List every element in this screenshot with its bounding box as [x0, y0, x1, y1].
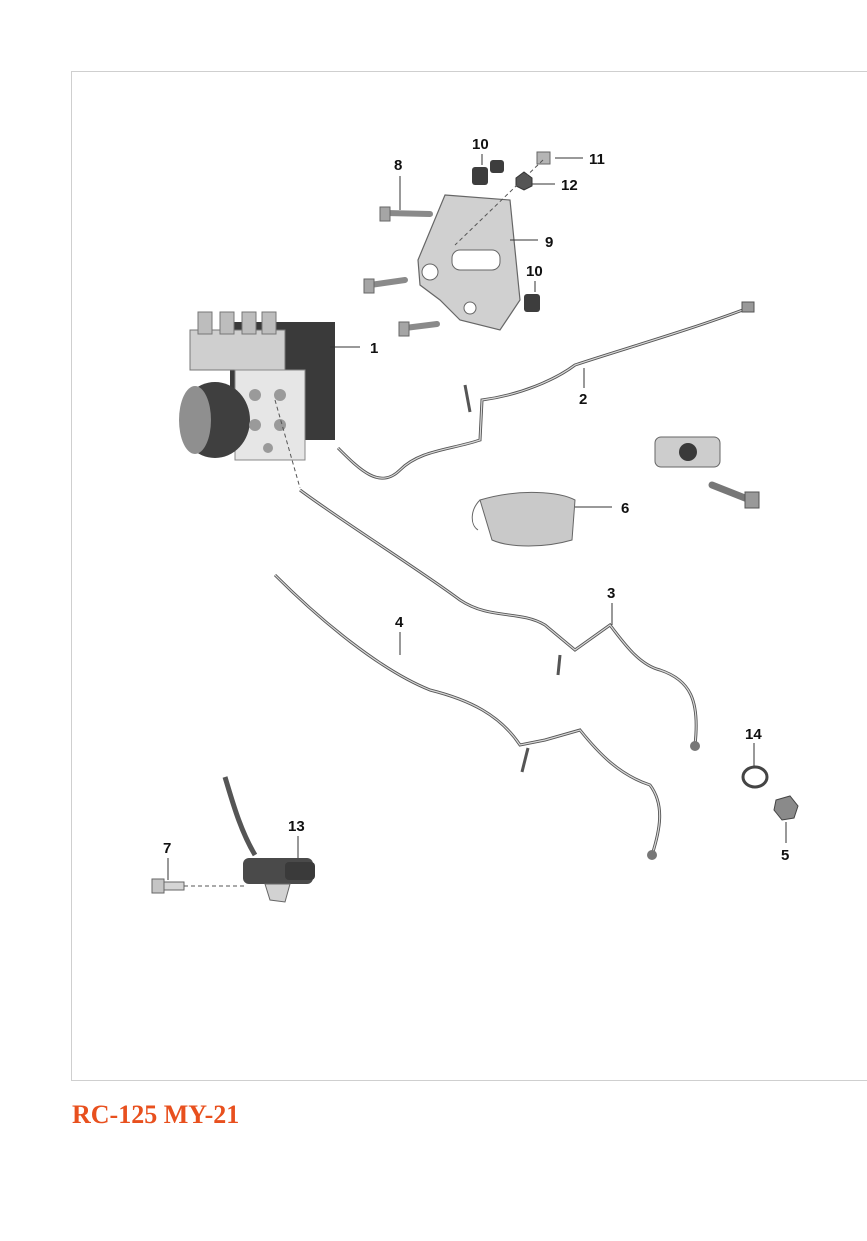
callout-10-upper: 10: [472, 136, 489, 153]
abs-unit[interactable]: [179, 311, 335, 461]
callout-9: 9: [545, 234, 553, 251]
hose-clamp[interactable]: [654, 436, 721, 468]
callout-12: 12: [561, 177, 578, 194]
leader-lines: [167, 154, 787, 880]
model-title: RC-125 MY-21: [72, 1100, 240, 1129]
wheel-speed-sensor[interactable]: [222, 776, 315, 903]
hose-guide[interactable]: [471, 492, 576, 547]
callout-8: 8: [394, 157, 402, 174]
callout-5: 5: [781, 847, 789, 864]
brake-line-caliper[interactable]: [273, 573, 662, 860]
callout-14: 14: [745, 726, 762, 743]
clamp-bolt[interactable]: [708, 481, 760, 509]
sensor-bolt[interactable]: [151, 878, 185, 894]
callout-11: 11: [589, 151, 605, 168]
brake-line-front[interactable]: [336, 301, 755, 480]
grommet-upper[interactable]: [472, 160, 504, 185]
callout-3: 3: [607, 585, 615, 602]
bracket-screw[interactable]: [536, 151, 551, 165]
sealing-washer[interactable]: [741, 765, 769, 789]
callout-2: 2: [579, 391, 587, 408]
callout-10-lower: 10: [526, 263, 543, 280]
callout-6: 6: [621, 500, 629, 517]
brake-line-rear[interactable]: [274, 399, 700, 751]
grommet-lower[interactable]: [524, 294, 540, 312]
bracket-nut[interactable]: [515, 171, 533, 191]
abs-bracket[interactable]: [417, 194, 521, 331]
callout-4: 4: [395, 614, 404, 631]
callout-1: 1: [370, 340, 378, 357]
bleeder-screw[interactable]: [773, 795, 799, 821]
callout-7: 7: [163, 840, 171, 857]
callout-13: 13: [288, 818, 305, 835]
mounting-bolts[interactable]: [363, 206, 440, 337]
